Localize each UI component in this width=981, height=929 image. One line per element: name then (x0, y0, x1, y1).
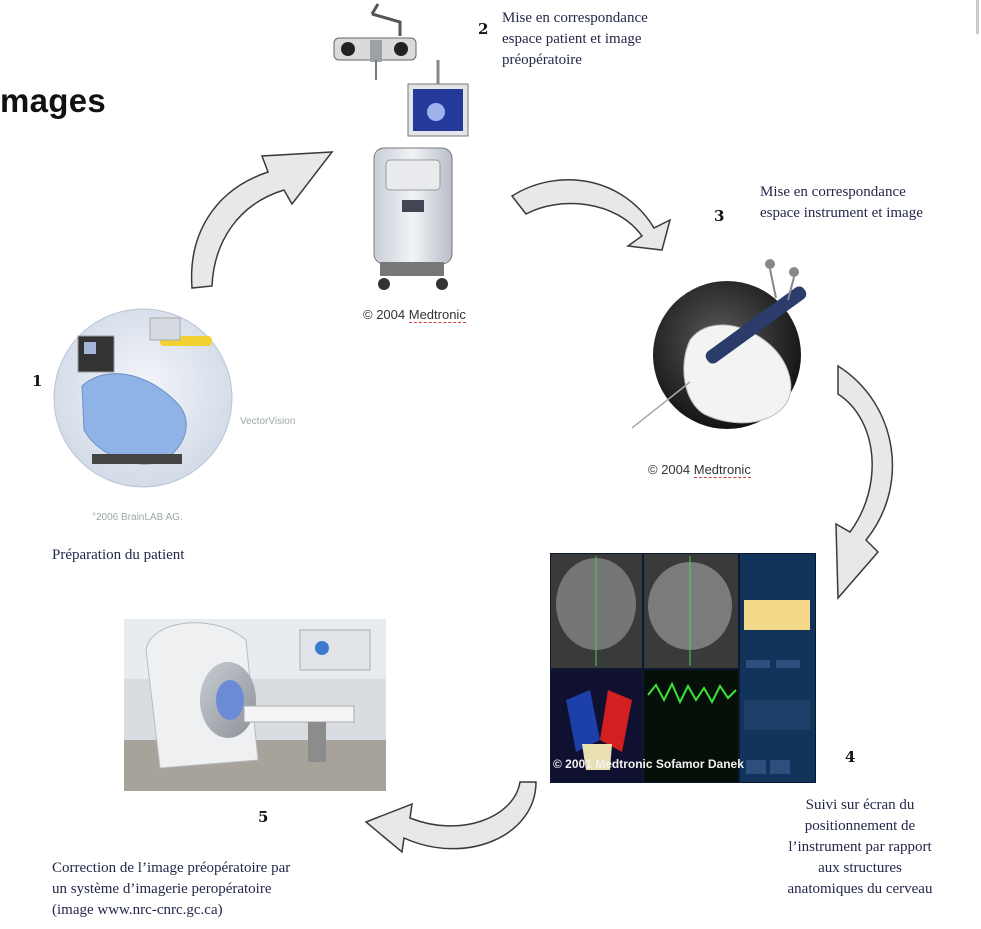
step-4-caption: Suivi sur écran du positionnement de l’i… (787, 797, 933, 897)
step-3-caption: Mise en correspondance espace instrument… (760, 184, 923, 221)
step-2-credit: © 2004 Medtronic (363, 307, 466, 323)
page-title: mages (0, 82, 107, 119)
navigation-screen-illustration (550, 553, 816, 783)
step-number-3: 3 (714, 207, 725, 225)
patient-preparation-illustration (53, 308, 233, 488)
step-1-brand: VectorVision (240, 416, 296, 427)
step-number-4: 4 (845, 748, 856, 766)
step-1-caption: Préparation du patient (52, 547, 185, 563)
instrument-hand-illustration (631, 259, 807, 429)
edge-mark (976, 0, 979, 34)
step-number-2: 2 (478, 20, 489, 38)
step-number-5: 5 (258, 808, 269, 826)
step-4-screen-credit: © 2001 Medtronic Sofamor Danek (553, 757, 744, 771)
navigation-cart-illustration (333, 3, 469, 290)
step-2-caption: Mise en correspondance espace patient et… (502, 10, 648, 68)
mri-room-illustration (124, 619, 386, 791)
step-1-credit: °2006 BrainLAB AG. (92, 512, 183, 523)
cycle-arrow-3 (835, 364, 894, 600)
step-number-1: 1 (32, 372, 43, 390)
cycle-arrow-1 (190, 151, 334, 289)
step-3-credit: © 2004 Medtronic (648, 462, 751, 478)
cycle-arrow-4 (364, 781, 537, 854)
cycle-arrow-2 (510, 178, 672, 251)
step-5-caption: Correction de l’image préopératoire par … (52, 860, 291, 918)
